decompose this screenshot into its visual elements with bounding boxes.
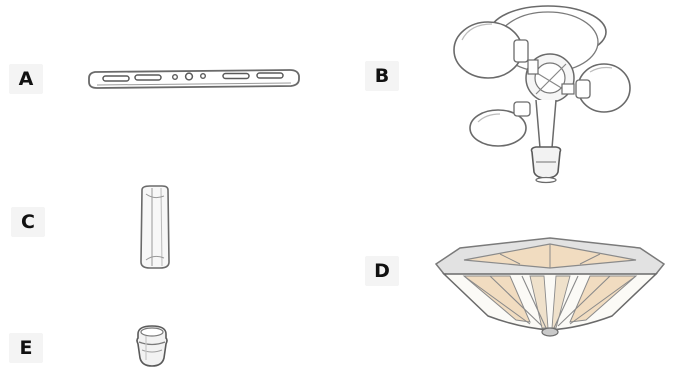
part-label-e: E	[9, 333, 43, 363]
part-label-a: A	[9, 64, 43, 94]
part-label-b: B	[365, 61, 399, 91]
light-fixture-base-icon	[440, 0, 650, 190]
finial-cap-icon	[128, 320, 178, 370]
glass-shade-icon	[430, 234, 670, 344]
part-label-d: D	[365, 256, 399, 286]
downrod-tube-icon	[128, 178, 188, 278]
part-label-c: C	[11, 207, 45, 237]
mounting-bar-icon	[85, 64, 305, 94]
